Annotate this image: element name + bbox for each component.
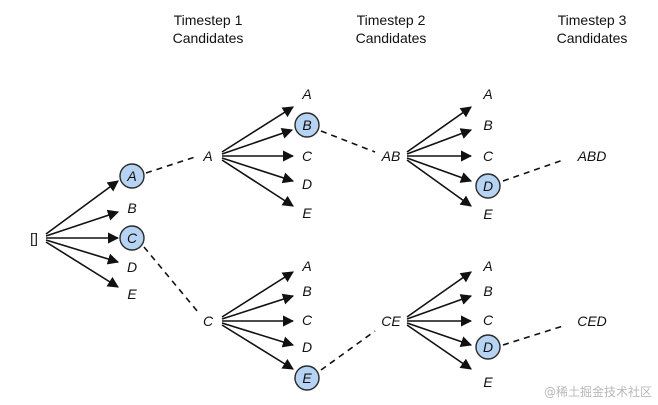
top-candidate-A: A — [301, 86, 311, 102]
bottom-candidate-B: B — [302, 283, 311, 299]
selected-node-AB-B — [294, 112, 320, 138]
edge-root-D — [45, 239, 120, 265]
edge-A-B — [221, 127, 294, 155]
edge-A-A — [221, 106, 294, 153]
level1-candidate-B: B — [127, 200, 136, 216]
ce-branch-edges — [406, 271, 473, 370]
result-bottom: CE — [381, 313, 401, 329]
header-2-line-1: Timestep 2 — [357, 12, 426, 28]
ce-candidate-B: B — [483, 283, 492, 299]
top-candidate-D: D — [302, 176, 312, 192]
edge-root-E — [45, 241, 119, 288]
bottom-candidate-A: A — [301, 258, 311, 274]
final-bottom: CED — [577, 313, 607, 329]
level1-candidates: A B C D E — [126, 168, 138, 302]
selected-node-ABD-D — [475, 173, 501, 199]
result-top: AB — [381, 148, 401, 164]
header-timestep-1: Timestep 1 Candidates — [173, 12, 244, 46]
ab-candidates: A B C D E — [482, 86, 494, 222]
header-1-line-1: Timestep 1 — [174, 12, 243, 28]
ab-candidate-D: D — [483, 178, 493, 194]
ce-candidate-D: D — [483, 339, 493, 355]
ab-candidate-B: B — [483, 117, 492, 133]
root-label: [] — [30, 230, 38, 246]
dash-C-to-prefix — [143, 246, 199, 313]
edge-CE-A — [406, 271, 472, 318]
ab-branch-edges — [406, 106, 473, 207]
edge-AB-D — [406, 157, 473, 183]
level1-candidate-D: D — [127, 259, 137, 275]
header-3-line-1: Timestep 3 — [558, 12, 627, 28]
root-edges — [45, 180, 120, 288]
dash-B-to-AB — [320, 130, 376, 153]
header-1-line-2: Candidates — [173, 30, 244, 46]
selected-node-CED-D — [475, 334, 501, 360]
header-timestep-2: Timestep 2 Candidates — [356, 12, 427, 46]
edge-C-B — [221, 293, 295, 320]
bottom-candidate-E: E — [302, 370, 312, 386]
prefix-top: A — [202, 148, 212, 164]
ab-candidate-A: A — [482, 86, 492, 102]
edge-CE-B — [406, 294, 473, 320]
watermark: @稀土掘金技术社区 — [544, 384, 652, 399]
header-3-line-2: Candidates — [557, 30, 628, 46]
bottom-candidate-D: D — [302, 339, 312, 355]
edge-C-D — [221, 322, 295, 348]
edge-root-B — [45, 209, 120, 237]
dash-E-to-CE — [320, 330, 376, 371]
level1-candidate-C: C — [127, 230, 138, 246]
prefix-bottom: C — [203, 313, 214, 329]
ce-candidates: A B C D E — [482, 258, 494, 390]
edge-AB-A — [406, 106, 472, 153]
dash-D-to-ABD — [502, 159, 564, 182]
header-timestep-3: Timestep 3 Candidates — [557, 12, 628, 46]
top-branch-edges — [221, 106, 295, 207]
bottom-candidate-C: C — [302, 312, 313, 328]
dash-D-to-CED — [502, 325, 564, 346]
ab-candidate-E: E — [483, 206, 493, 222]
edge-AB-E — [406, 159, 472, 207]
edge-A-D — [221, 157, 295, 184]
top-candidate-B: B — [302, 117, 311, 133]
ce-candidate-A: A — [482, 258, 492, 274]
selected-node-C — [119, 225, 145, 251]
level1-candidate-E: E — [127, 286, 137, 302]
level1-candidate-A: A — [126, 168, 136, 184]
edge-CE-D — [406, 322, 473, 348]
top-candidates: A B C D E — [301, 86, 313, 221]
bottom-branch-edges — [221, 271, 295, 370]
top-candidate-E: E — [302, 205, 312, 221]
ce-candidate-E: E — [483, 374, 493, 390]
edge-A-E — [221, 159, 294, 207]
edge-C-A — [221, 271, 294, 318]
ce-candidate-C: C — [483, 312, 494, 328]
selected-node-A — [119, 163, 145, 189]
edge-CE-E — [406, 324, 472, 370]
ab-candidate-C: C — [483, 148, 494, 164]
bottom-candidates: A B C D E — [301, 258, 313, 386]
header-2-line-2: Candidates — [356, 30, 427, 46]
edge-root-A — [45, 180, 119, 235]
edge-AB-B — [406, 128, 473, 155]
final-top: ABD — [577, 148, 607, 164]
edge-C-E — [221, 324, 294, 370]
dash-A-to-prefix — [145, 156, 196, 174]
selected-node-CE-E — [294, 365, 320, 391]
top-candidate-C: C — [302, 148, 313, 164]
